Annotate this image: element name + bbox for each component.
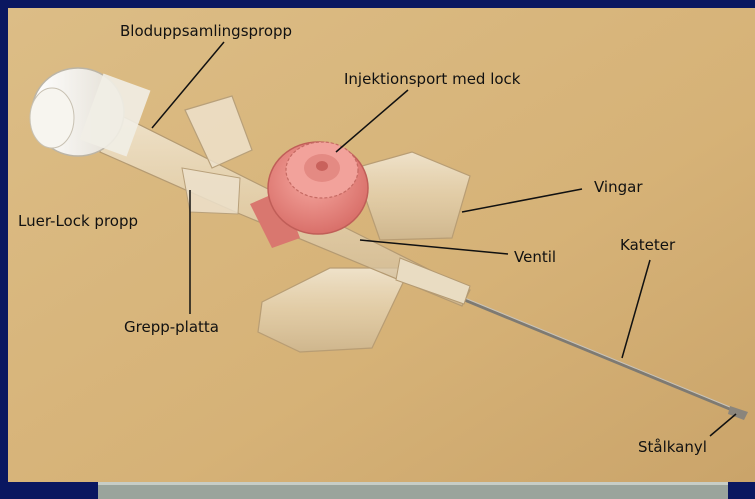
label-vingar: Vingar (594, 178, 643, 196)
secondary-photo-edge (98, 482, 728, 485)
label-stalkanyl: Stålkanyl (638, 438, 707, 456)
label-ventil: Ventil (514, 248, 556, 266)
label-luer-lock: Luer-Lock propp (18, 212, 138, 230)
label-injektionsport: Injektionsport med lock (344, 70, 520, 88)
label-bloduppsamlingspropp: Bloduppsamlingspropp (120, 22, 292, 40)
label-grepp-platta: Grepp-platta (124, 318, 219, 336)
label-kateter: Kateter (620, 236, 675, 254)
injection-port-center (316, 161, 328, 171)
luer-lock-cap-face (30, 88, 74, 148)
